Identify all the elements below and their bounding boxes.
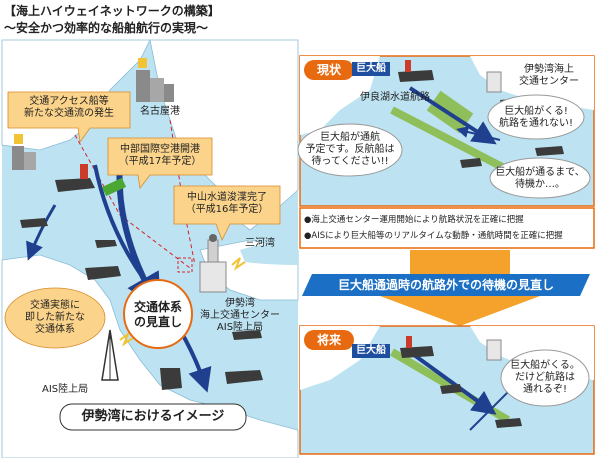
ais-tower — [101, 329, 134, 381]
mikawa-bay-water — [240, 243, 298, 265]
callout-airport-bg — [107, 137, 213, 189]
info-box-bg — [299, 207, 595, 249]
nagoya-buildings — [136, 58, 174, 102]
map-footer: 伊勢湾におけるイメージ — [81, 409, 225, 424]
current-panel — [297, 55, 595, 207]
callout-review-bg — [123, 279, 193, 349]
info-line-1: ●海上交通センター運用開始により航路状況を正確に把握 — [304, 215, 524, 225]
yokkaichi-buildings — [12, 134, 36, 170]
banner-bg — [302, 274, 590, 296]
callout-traffic-access-bg — [7, 91, 131, 144]
page-title: 【海上ハイウェイネットワークの構築】 — [4, 4, 220, 18]
ship-left-2 — [20, 218, 48, 228]
callout-review: 交通体系 の見直し — [133, 300, 182, 329]
callout-dredging: 中山水道浚渫完了 （平成16年予定） — [185, 192, 269, 215]
info-line-2: ●AISにより巨大船等のリアルタイムな動静・通航時間を正確に把握 — [304, 231, 563, 241]
label-mikawa-bay: 三河湾 — [245, 238, 275, 249]
callout-traffic-access: 交通アクセス船等 新たな交通流の発生 — [24, 96, 114, 119]
bubble-ship-waiting: 巨大船が通るまで、 待機か…。 — [495, 167, 585, 190]
label-current-ship: 巨大船 — [352, 62, 390, 76]
ise-bay-map — [1, 39, 299, 458]
label-nagoya-port: 名古屋港 — [140, 106, 180, 117]
label-traffic-center: 伊勢湾 海上交通センター AIS陸上局 — [200, 298, 280, 333]
bubble-future: 巨大船がくる。 だけど航路は 通れるぞ! — [510, 360, 580, 395]
callout-new-system: 交通実態に 即した新たな 交通体系 — [25, 300, 85, 335]
ferry-green — [101, 177, 127, 197]
label-future-ship: 巨大船 — [352, 344, 390, 358]
label-current-center: 伊勢湾海上 交通センター — [519, 64, 579, 87]
label-ais-station: AIS陸上局 — [42, 384, 89, 395]
review-banner: 巨大船通過時の航路外での待機の見直し — [337, 278, 554, 292]
tag-future: 将来 — [304, 330, 354, 350]
callout-airport: 中部国際空港開港 （平成17年予定） — [118, 144, 202, 167]
ship-left-6 — [160, 368, 182, 390]
ship-left-7 — [232, 330, 262, 340]
callout-dredging-bg — [173, 185, 281, 241]
page-subtitle: 〜安全かつ効率的な船舶航行の実現〜 — [4, 21, 209, 35]
bubble-ship-cannot-pass: 巨大船がくる! 航路を通れない! — [498, 106, 573, 129]
tag-current: 現状 — [304, 60, 354, 80]
ship-left-3 — [85, 266, 121, 280]
ship-left-5 — [225, 370, 263, 384]
footer-bg — [59, 403, 247, 431]
bubble-center: 巨大船が通航 予定です。反航船は 待ってください!! — [305, 132, 395, 167]
traffic-center-building — [199, 234, 246, 293]
callout-new-system-bg — [4, 287, 106, 349]
label-irago-route: 伊良湖水道航路 — [360, 92, 430, 103]
ship-left-1 — [55, 164, 95, 192]
ship-left-4 — [95, 240, 117, 248]
